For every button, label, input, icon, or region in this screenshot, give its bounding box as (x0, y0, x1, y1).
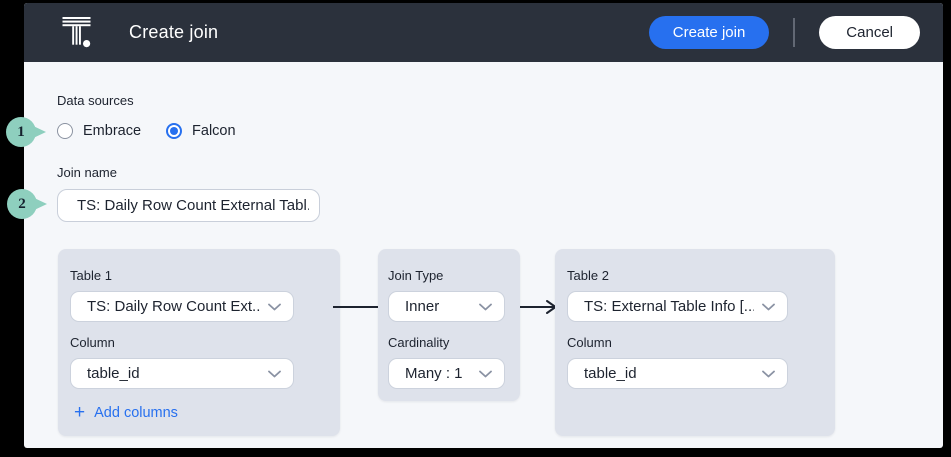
create-join-dialog: Create join Create join Cancel Data sour… (24, 3, 943, 448)
join-name-input[interactable] (57, 189, 320, 222)
thoughtspot-logo-icon (62, 17, 91, 48)
data-sources-label: Data sources (57, 93, 134, 108)
data-sources-radio-group: Embrace Falcon (57, 123, 943, 139)
radio-option-falcon[interactable]: Falcon (166, 123, 236, 139)
join-connector-line (333, 306, 378, 308)
join-canvas: Table 1 TS: Daily Row Count Ext... Colum… (24, 249, 943, 436)
radio-selected-icon[interactable] (166, 123, 183, 139)
callout-badge-1: 1 (6, 117, 46, 147)
table1-column-value: table_id (87, 365, 140, 382)
table1-select-value: TS: Daily Row Count Ext... (87, 298, 260, 315)
table1-column-select[interactable]: table_id (70, 358, 294, 389)
callout-badge-2: 2 (7, 189, 47, 219)
table1-label: Table 1 (70, 268, 112, 283)
chevron-down-icon (762, 370, 775, 377)
cardinality-label: Cardinality (388, 335, 450, 350)
table1-column-label: Column (70, 335, 115, 350)
join-type-select[interactable]: Inner (388, 291, 505, 322)
callout-number: 2 (18, 195, 26, 212)
join-type-panel: Join Type Inner Cardinality Many : 1 (378, 249, 520, 401)
table2-select-value: TS: External Table Info [... (584, 298, 754, 315)
callout-number: 1 (17, 123, 25, 140)
cardinality-value: Many : 1 (405, 365, 463, 382)
cardinality-select[interactable]: Many : 1 (388, 358, 505, 389)
radio-option-label[interactable]: Falcon (192, 123, 236, 139)
page-title: Create join (129, 22, 219, 42)
table2-label: Table 2 (567, 268, 609, 283)
dialog-body: Data sources Embrace Falcon Join name Ta… (24, 62, 943, 436)
add-columns-button[interactable]: + Add columns (70, 402, 178, 423)
table1-select[interactable]: TS: Daily Row Count Ext... (70, 291, 294, 322)
chevron-down-icon (479, 370, 492, 377)
join-type-label: Join Type (388, 268, 444, 283)
join-name-label: Join name (57, 165, 117, 180)
chevron-down-icon (479, 303, 492, 310)
radio-option-embrace[interactable]: Embrace (57, 123, 141, 139)
arrow-right-icon (520, 300, 557, 314)
header-divider (793, 18, 796, 47)
create-join-button[interactable]: Create join (648, 16, 770, 49)
table2-panel: Table 2 TS: External Table Info [... Col… (555, 249, 835, 436)
table2-select[interactable]: TS: External Table Info [... (567, 291, 788, 322)
table2-column-value: table_id (584, 365, 637, 382)
join-type-value: Inner (405, 298, 440, 315)
plus-icon: + (74, 402, 86, 423)
add-columns-label: Add columns (94, 405, 178, 421)
dialog-header: Create join Create join Cancel (24, 3, 943, 62)
table2-column-select[interactable]: table_id (567, 358, 788, 389)
radio-unselected-icon[interactable] (57, 123, 73, 139)
chevron-down-icon (268, 370, 281, 377)
radio-option-label[interactable]: Embrace (83, 123, 142, 139)
chevron-down-icon (268, 303, 281, 310)
chevron-down-icon (762, 303, 775, 310)
table1-panel: Table 1 TS: Daily Row Count Ext... Colum… (58, 249, 340, 436)
cancel-button[interactable]: Cancel (819, 16, 920, 49)
table2-column-label: Column (567, 335, 612, 350)
